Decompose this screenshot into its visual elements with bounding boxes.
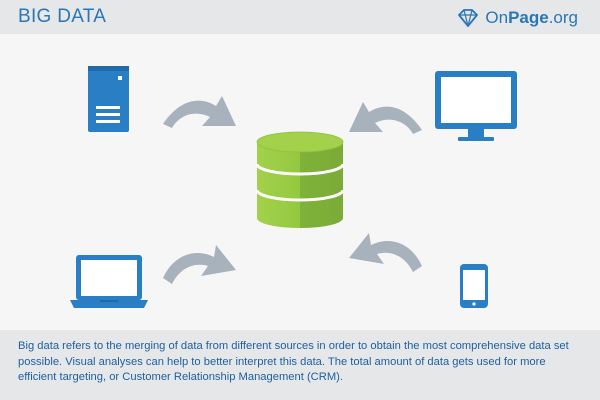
brand-page-text: Page [508, 8, 549, 27]
server-icon [88, 66, 129, 132]
onpage-logo-icon [458, 9, 479, 27]
brand-org-text: .org [548, 8, 578, 27]
caption-text: Big data refers to the merging of data f… [0, 330, 600, 400]
brand-on-text: On [485, 8, 509, 27]
database-icon [255, 131, 345, 228]
arrow-monitor-to-database-icon [349, 102, 422, 134]
big-data-diagram [70, 66, 517, 308]
smartphone-icon [460, 264, 488, 308]
arrow-server-to-database-icon [163, 96, 236, 128]
arrow-smartphone-to-database-icon [349, 233, 422, 272]
brand-link[interactable]: OnPage.org [457, 8, 578, 28]
monitor-icon [435, 71, 517, 141]
laptop-icon [70, 255, 148, 308]
page-title: BIG DATA [18, 6, 107, 27]
header-bar: BIG DATA OnPage.org [0, 0, 600, 34]
diagram-area [0, 34, 600, 330]
arrow-laptop-to-database-icon [163, 245, 236, 284]
